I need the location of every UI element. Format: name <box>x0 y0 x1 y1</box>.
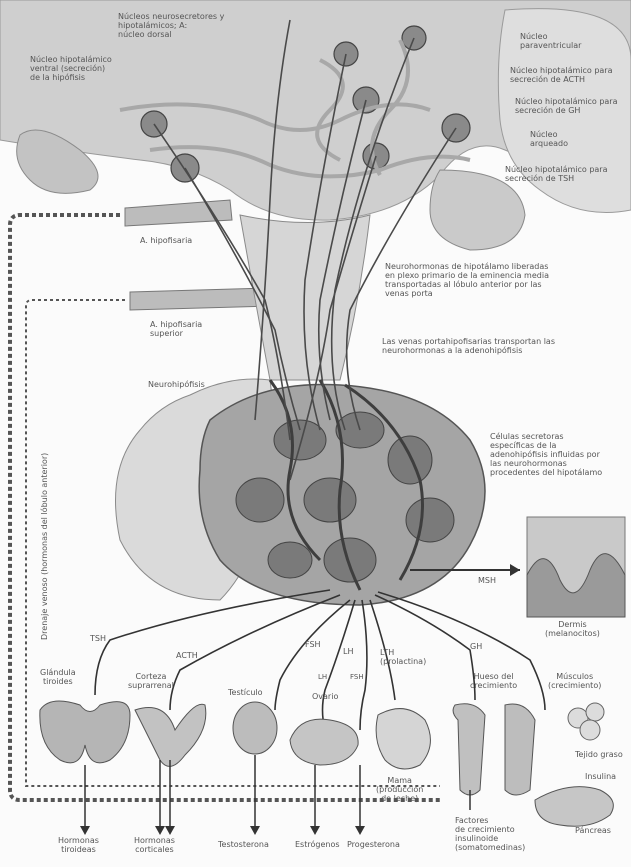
label-growth-factors: Factores de crecimiento insulinoide (som… <box>455 816 525 852</box>
label-tsh: TSH <box>90 634 106 643</box>
label-testosterone: Testosterona <box>218 840 269 849</box>
label-neurohormones: Neurohormonas de hipotálamo liberadas en… <box>385 262 549 298</box>
label-lth: LTH (prolactina) <box>380 648 426 666</box>
label-skin: Dermis (melanocitos) <box>545 620 600 638</box>
label-fat: Tejido graso <box>575 750 623 759</box>
arrow-heads <box>80 826 365 835</box>
superior-hypophyseal-artery <box>130 288 272 310</box>
label-top-nuclei: Núcleos neurosecretores y hipotalámicos;… <box>118 12 224 39</box>
label-acth: ACTH <box>176 651 198 660</box>
label-testis: Testículo <box>228 688 263 697</box>
label-fsh-small: FSH <box>350 673 364 681</box>
label-hypophyseal-artery: A. hipofisaria <box>140 236 192 245</box>
label-breast: Mama (producción de leche) <box>376 776 423 803</box>
label-portal-veins: Las venas portahipofisarias transportan … <box>382 337 555 355</box>
label-fsh: FSH <box>305 640 321 649</box>
label-ventral-nucleus: Núcleo hipotalámico ventral (secreción) … <box>30 55 112 82</box>
label-lh: LH <box>343 647 353 656</box>
ovary <box>290 719 358 765</box>
label-neurohypophysis: Neurohipófisis <box>148 380 205 389</box>
label-gh: GH <box>470 642 482 651</box>
label-sup-hypophyseal-artery: A. hipofisaria superior <box>150 320 202 338</box>
label-nucleus-b: Núcleo hipotalámico para secreción de GH <box>515 97 618 115</box>
adrenal-gland <box>135 704 206 766</box>
label-arcuate: Núcleo arqueado <box>530 130 568 148</box>
label-paraventricular: Núcleo paraventricular <box>520 32 581 50</box>
label-thyroid-hormones: Hormonas tiroideas <box>58 836 99 854</box>
label-lh-small: LH <box>318 673 327 681</box>
label-nucleus-a: Núcleo hipotalámico para secreción de AC… <box>510 66 613 84</box>
label-thyroid: Glándula tiroides <box>40 668 76 686</box>
muscle <box>505 704 535 795</box>
label-pancreas: Páncreas <box>575 826 611 835</box>
thyroid-gland <box>40 701 130 763</box>
label-adrenal: Corteza suprarrenal <box>128 672 174 690</box>
bone <box>453 704 485 795</box>
label-bone: Hueso del crecimiento <box>470 672 517 690</box>
pancreas <box>535 787 613 827</box>
label-corticoids: Hormonas corticales <box>134 836 175 854</box>
label-nucleus-c: Núcleo hipotalámico para secreción de TS… <box>505 165 608 183</box>
label-progesterone: Progesterona <box>347 840 400 849</box>
testis <box>233 702 277 754</box>
label-muscle: Músculos (crecimiento) <box>548 672 601 690</box>
label-estrogens: Estrógenos <box>295 840 340 849</box>
label-msh: MSH <box>478 576 496 585</box>
breast <box>376 709 430 769</box>
label-insulin: Insulina <box>585 772 616 781</box>
label-ovary: Ovario <box>312 692 338 701</box>
label-secretory-cells: Células secretoras específicas de la ade… <box>490 432 602 477</box>
label-venous-drainage: Drenaje venoso (hormonas del lóbulo ante… <box>40 453 49 640</box>
adipose-tissue <box>568 703 604 740</box>
